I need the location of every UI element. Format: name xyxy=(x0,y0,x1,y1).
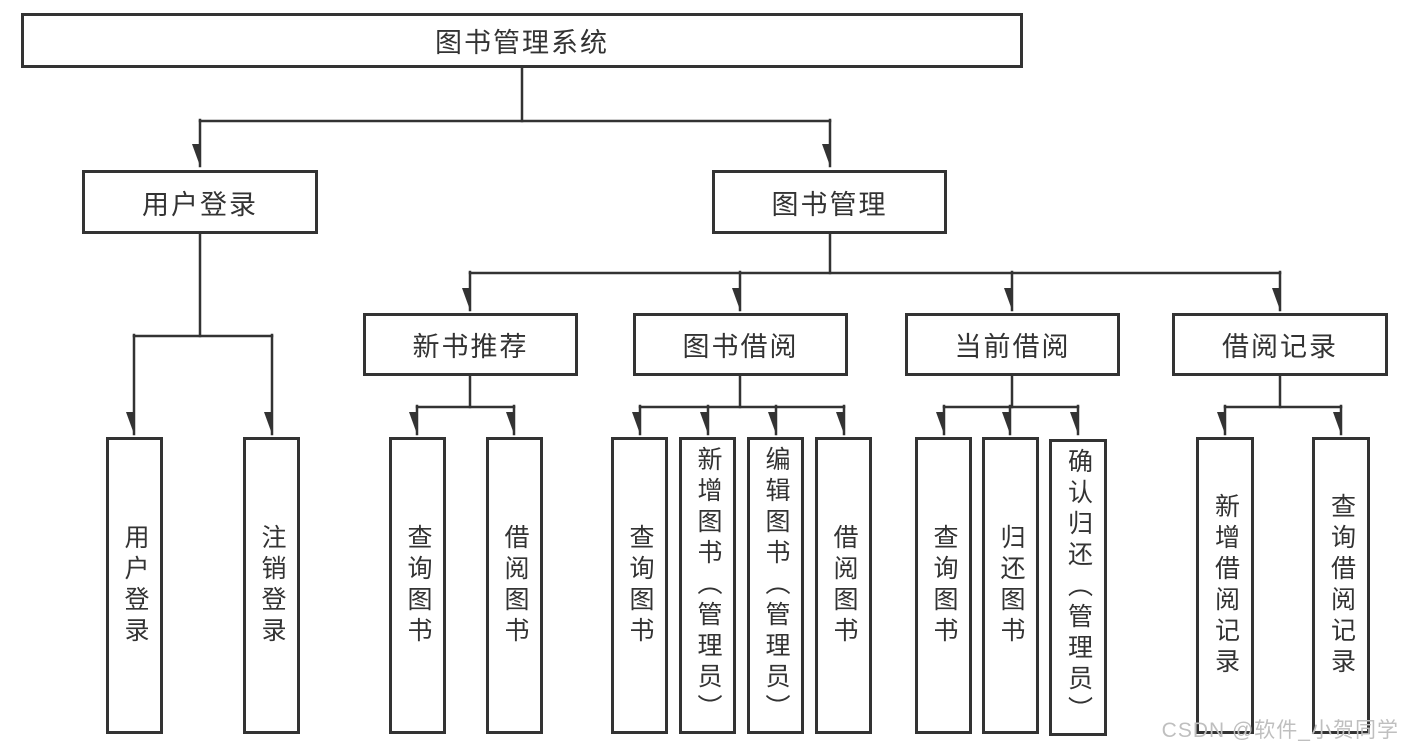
node-root-label: 图书管理系统 xyxy=(435,28,609,58)
node-borrow-records-label: 借阅记录 xyxy=(1222,332,1338,362)
leaf-query-books-current-label: 查询图书 xyxy=(930,523,958,648)
leaf-query-borrow-record-label: 查询借阅记录 xyxy=(1327,492,1356,679)
leaf-borrow-books: 借阅图书 xyxy=(815,437,872,734)
node-book-borrow: 图书借阅 xyxy=(633,313,848,376)
leaf-user-login: 用户登录 xyxy=(106,437,163,734)
leaf-add-borrow-record-label: 新增借阅记录 xyxy=(1211,492,1240,679)
leaf-query-books-recommend: 查询图书 xyxy=(389,437,446,734)
leaf-query-borrow-record: 查询借阅记录 xyxy=(1312,437,1370,734)
node-current-borrow: 当前借阅 xyxy=(905,313,1120,376)
node-user-login: 用户登录 xyxy=(82,170,318,234)
node-book-management: 图书管理 xyxy=(712,170,947,234)
leaf-borrow-books-recommend: 借阅图书 xyxy=(486,437,543,734)
leaf-query-books-borrow-label: 查询图书 xyxy=(626,523,654,648)
csdn-watermark: CSDN @软件_小贺同学 xyxy=(1161,719,1399,742)
leaf-add-borrow-record: 新增借阅记录 xyxy=(1196,437,1254,734)
leaf-return-books-label: 归还图书 xyxy=(997,523,1025,648)
node-new-book-recommend-label: 新书推荐 xyxy=(412,332,529,362)
leaf-add-books-admin: 新增图书（管理员） xyxy=(679,437,736,734)
node-book-management-label: 图书管理 xyxy=(771,189,888,220)
leaf-confirm-return-admin-label: 确认归还（管理员） xyxy=(1064,448,1093,727)
leaf-logout: 注销登录 xyxy=(243,437,300,734)
leaf-borrow-books-recommend-label: 借阅图书 xyxy=(501,523,529,648)
leaf-user-login-label: 用户登录 xyxy=(121,523,149,648)
leaf-query-books-current: 查询图书 xyxy=(915,437,972,734)
leaf-query-books-recommend-label: 查询图书 xyxy=(404,523,432,648)
leaf-confirm-return-admin: 确认归还（管理员） xyxy=(1049,439,1107,736)
leaf-return-books: 归还图书 xyxy=(982,437,1039,734)
node-book-borrow-label: 图书借阅 xyxy=(682,332,799,362)
leaf-edit-books-admin: 编辑图书（管理员） xyxy=(747,437,804,734)
leaf-edit-books-admin-label: 编辑图书（管理员） xyxy=(762,446,790,725)
node-borrow-records: 借阅记录 xyxy=(1172,313,1388,376)
leaf-logout-label: 注销登录 xyxy=(258,523,286,648)
leaf-query-books-borrow: 查询图书 xyxy=(611,437,668,734)
node-root-system: 图书管理系统 xyxy=(21,13,1023,68)
leaf-add-books-admin-label: 新增图书（管理员） xyxy=(694,446,722,725)
node-new-book-recommend: 新书推荐 xyxy=(363,313,578,376)
node-user-login-label: 用户登录 xyxy=(142,189,258,220)
leaf-borrow-books-label: 借阅图书 xyxy=(830,523,858,648)
node-current-borrow-label: 当前借阅 xyxy=(954,332,1071,362)
